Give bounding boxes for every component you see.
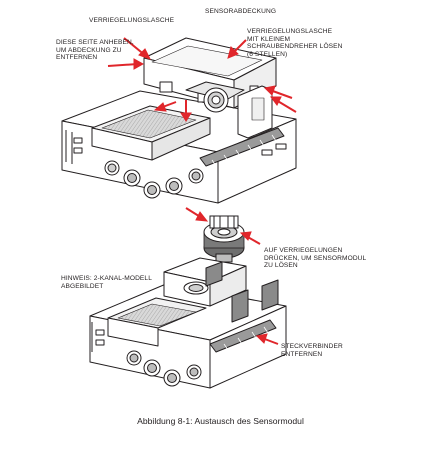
label-verriegelungen-druecken: AUF VERRIEGELUNGEN DRÜCKEN, UM SENSORMOD… [264, 247, 367, 270]
sensor-module [203, 215, 245, 263]
figure-caption: Abbildung 8-1: Austausch des Sensormodul [137, 416, 304, 426]
label-verriegelungslasche-top: VERRIEGELUNGSLASCHE [89, 17, 175, 24]
label-hinweis: HINWEIS: 2-KANAL-MODELL ABGEBILDET [61, 275, 152, 290]
middle-arrows [185, 207, 261, 245]
label-lasche-loesen: VERRIEGELUNGSLASCHE MIT KLEINEM SCHRAUBE… [247, 28, 343, 58]
arrow-latch-right-1 [275, 99, 297, 113]
label-seite-anheben: DIESE SEITE ANHEBEN, UM ABDECKUNG ZU ENT… [56, 39, 134, 62]
label-steckverbinder: STECKVERBINDER ENTFERNEN [281, 343, 343, 358]
label-sensorabdeckung: SENSORABDECKUNG [205, 8, 277, 15]
sensor-cover [143, 37, 277, 139]
bottom-housing-assembly [89, 257, 287, 389]
arrow-lift-cover [107, 63, 139, 67]
top-housing-assembly [61, 90, 297, 204]
top-arrows [107, 37, 297, 122]
top-housing-base-side [217, 118, 297, 204]
bottom-arrows [255, 333, 279, 345]
